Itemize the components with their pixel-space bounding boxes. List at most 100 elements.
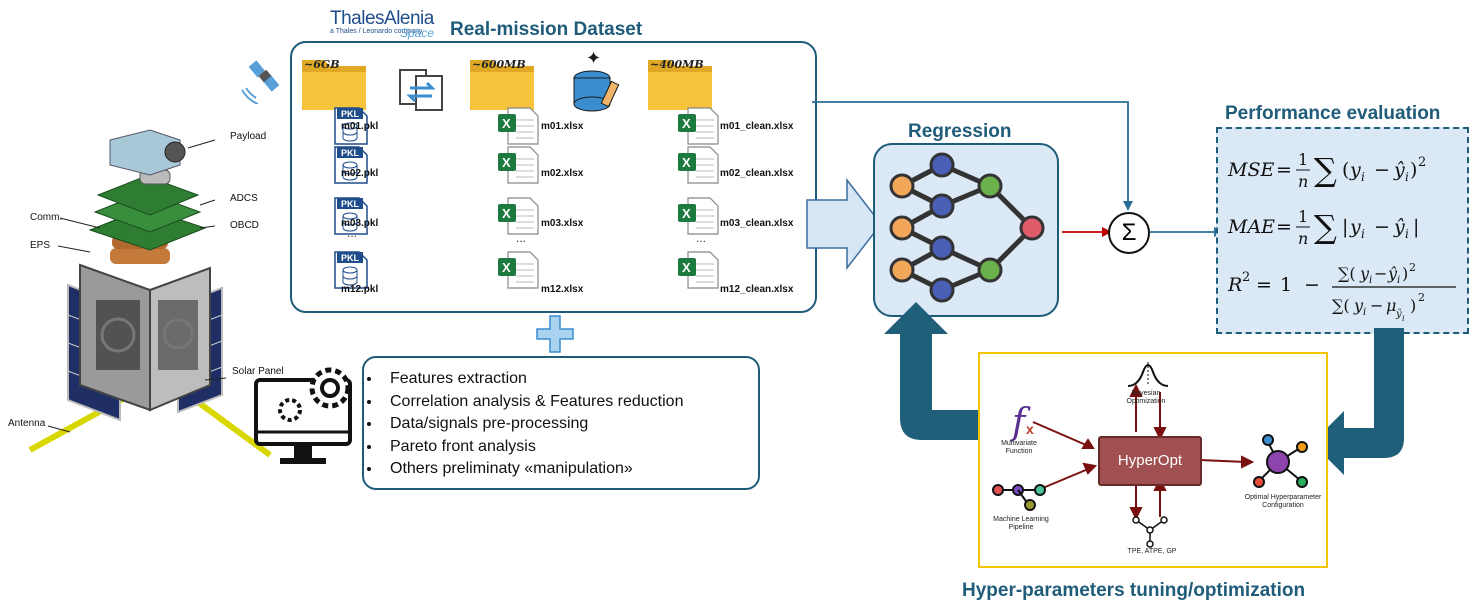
pkl-file-icon: PKL (333, 250, 369, 295)
payload-label: Payload (230, 131, 267, 142)
folder-600mb: ~600MB (468, 52, 538, 119)
svg-text:): ) (1402, 264, 1408, 283)
svg-text:x: x (1026, 421, 1034, 437)
folder-6gb: ~6GB (300, 52, 370, 119)
excel-file-icon: X (496, 106, 540, 151)
svg-text:PKL: PKL (341, 148, 360, 158)
svg-text:|: | (1342, 216, 1348, 238)
satellite-comm-icon (241, 60, 280, 104)
svg-text:): ) (1410, 159, 1417, 181)
svg-text:i: i (1361, 227, 1365, 241)
hyperopt-node: HyperOpt (1098, 436, 1202, 486)
svg-text:∑: ∑ (1314, 151, 1337, 189)
file-name: m02.pkl (341, 168, 379, 179)
svg-text:∑: ∑ (1314, 208, 1337, 246)
svg-text:R: R (1227, 274, 1242, 296)
file-name: m03.xlsx (541, 218, 584, 229)
performance-title: Performance evaluation (1225, 103, 1441, 124)
bayesian-label: Bayesian Optimization (1126, 390, 1166, 405)
comm-label: Comm. (30, 212, 63, 223)
svg-text:2: 2 (1242, 270, 1250, 285)
svg-text:−: − (1370, 296, 1383, 315)
preprocessing-item: Data/signals pre-processing (382, 413, 758, 436)
pkl-file-icon: PKL (333, 145, 369, 190)
monitor-gear-icon (254, 367, 352, 464)
preprocessing-list: Features extraction Correlation analysis… (364, 368, 758, 481)
preprocessing-item: Pareto front analysis (382, 436, 758, 459)
excel-file-icon: X (676, 106, 720, 151)
preprocessing-item: Correlation analysis & Features reductio… (382, 391, 758, 414)
svg-text:i: i (1361, 170, 1365, 184)
antenna-label: Antenna (8, 418, 46, 429)
svg-text:y: y (1353, 296, 1364, 315)
file-name: m12.pkl (341, 284, 379, 295)
excel-file-icon: X (496, 250, 540, 295)
svg-text:X: X (502, 155, 511, 170)
ellipsis: ... (516, 231, 527, 245)
file-name: m01_clean.xlsx (720, 121, 794, 132)
folder-icon (302, 60, 366, 110)
svg-text:X: X (502, 206, 511, 221)
excel-file-icon: X (676, 145, 720, 190)
convert-icon (399, 69, 443, 111)
svg-text:PKL: PKL (341, 253, 360, 263)
svg-text:ŷ: ŷ (1387, 264, 1398, 283)
eps-label: EPS (30, 240, 51, 251)
file-name: m01.xlsx (541, 121, 584, 132)
svg-text:(: ( (1342, 159, 1349, 181)
dataset-to-regression-arrow (806, 178, 882, 270)
preprocessing-item: Features extraction (382, 368, 758, 391)
folder-icon (648, 60, 712, 110)
thales-alenia-logo: ThalesAlenia a Thales / Leonardo company… (330, 8, 435, 40)
svg-text:ŷ: ŷ (1395, 309, 1402, 320)
svg-text:MAE: MAE (1227, 216, 1275, 238)
satellite-illustration (28, 129, 272, 458)
file-name: m03.pkl (341, 218, 379, 229)
solar-panel-label: Solar Panel (232, 366, 284, 377)
svg-text:−: − (1374, 264, 1387, 283)
ellipsis: ... (696, 231, 707, 245)
svg-text:=: = (1256, 274, 1272, 296)
folder-icon (470, 60, 534, 110)
svg-text:ŷ: ŷ (1393, 216, 1405, 238)
svg-text:✦: ✦ (586, 48, 601, 68)
ellipsis: ... (347, 226, 358, 240)
file-name: m12.xlsx (541, 284, 584, 295)
folder-400mb: ~400MB (646, 52, 716, 119)
regression-network (873, 143, 1059, 317)
svg-text:μ: μ (1386, 296, 1396, 315)
svg-text:i: i (1405, 170, 1409, 184)
file-name: m03_clean.xlsx (720, 218, 794, 229)
svg-text:X: X (682, 155, 691, 170)
plus-icon (536, 315, 574, 353)
excel-file-icon: X (496, 196, 540, 241)
regression-title: Regression (908, 121, 1012, 142)
pipeline-label: Machine Learning Pipeline (993, 516, 1049, 531)
preprocessing-item: Others preliminaty «manipulation» (382, 458, 758, 481)
svg-text:−: − (1374, 159, 1390, 181)
svg-text:2: 2 (1409, 261, 1416, 274)
file-name: m12_clean.xlsx (720, 284, 794, 295)
svg-text:ŷ: ŷ (1393, 159, 1405, 181)
multivariate-label: Multivariate Function (1001, 440, 1037, 455)
hyperopt-diagram: f x (992, 362, 1308, 548)
adcs-label: ADCS (230, 193, 258, 204)
svg-text:i: i (1363, 307, 1366, 318)
svg-text:1: 1 (1280, 274, 1292, 296)
svg-text:MSE: MSE (1227, 159, 1274, 181)
svg-text:=: = (1276, 216, 1292, 238)
hyperopt-to-regression-arrow (884, 302, 986, 440)
database-clean-icon: ✦ (573, 48, 620, 112)
excel-file-icon: X (676, 250, 720, 295)
tpe-label: TPE, ATPE, GP (1127, 548, 1177, 555)
svg-text:|: | (1413, 216, 1419, 238)
pkl-file-icon: PKL (333, 196, 369, 241)
svg-text:y: y (1349, 159, 1361, 181)
svg-text:n: n (1298, 172, 1308, 191)
svg-text:X: X (502, 260, 511, 275)
svg-text:y: y (1349, 216, 1361, 238)
performance-to-hyperopt-arrow (1312, 328, 1404, 475)
svg-text:i: i (1405, 227, 1409, 241)
